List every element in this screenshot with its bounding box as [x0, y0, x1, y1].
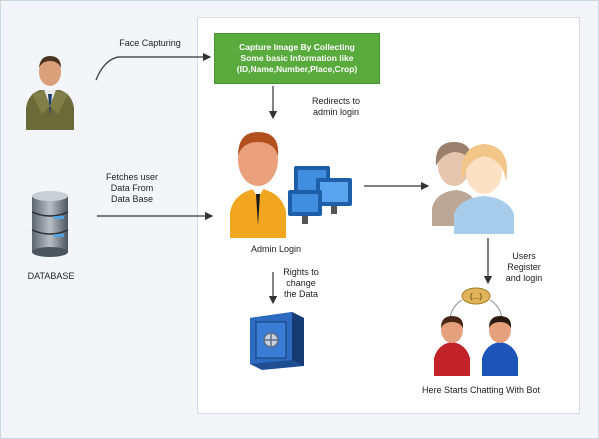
capture-info-box: Capture Image By Collecting Some basic I… [214, 33, 380, 84]
vault-icon [250, 312, 304, 370]
admin-login-label: Admin Login [250, 244, 302, 254]
arrow-face-capture [95, 52, 212, 81]
redirects-label: Redirects to admin login [311, 96, 361, 117]
database-icon [31, 191, 69, 257]
chatting-label: Here Starts Chatting With Bot [421, 385, 541, 395]
database-label: DATABASE [27, 271, 75, 281]
users-register-label: Users Register and login [505, 251, 543, 283]
users-group-icon [432, 142, 514, 234]
person-icon [26, 56, 74, 130]
fetches-label: Fetches user Data From Data Base [105, 172, 159, 204]
chat-people-icon: (...) [434, 287, 518, 376]
admin-computer-icon [230, 132, 352, 238]
rights-label: Rights to change the Data [283, 267, 319, 299]
face-capturing-label: Face Capturing [119, 38, 181, 48]
chat-bubble-text: (...) [470, 292, 482, 301]
